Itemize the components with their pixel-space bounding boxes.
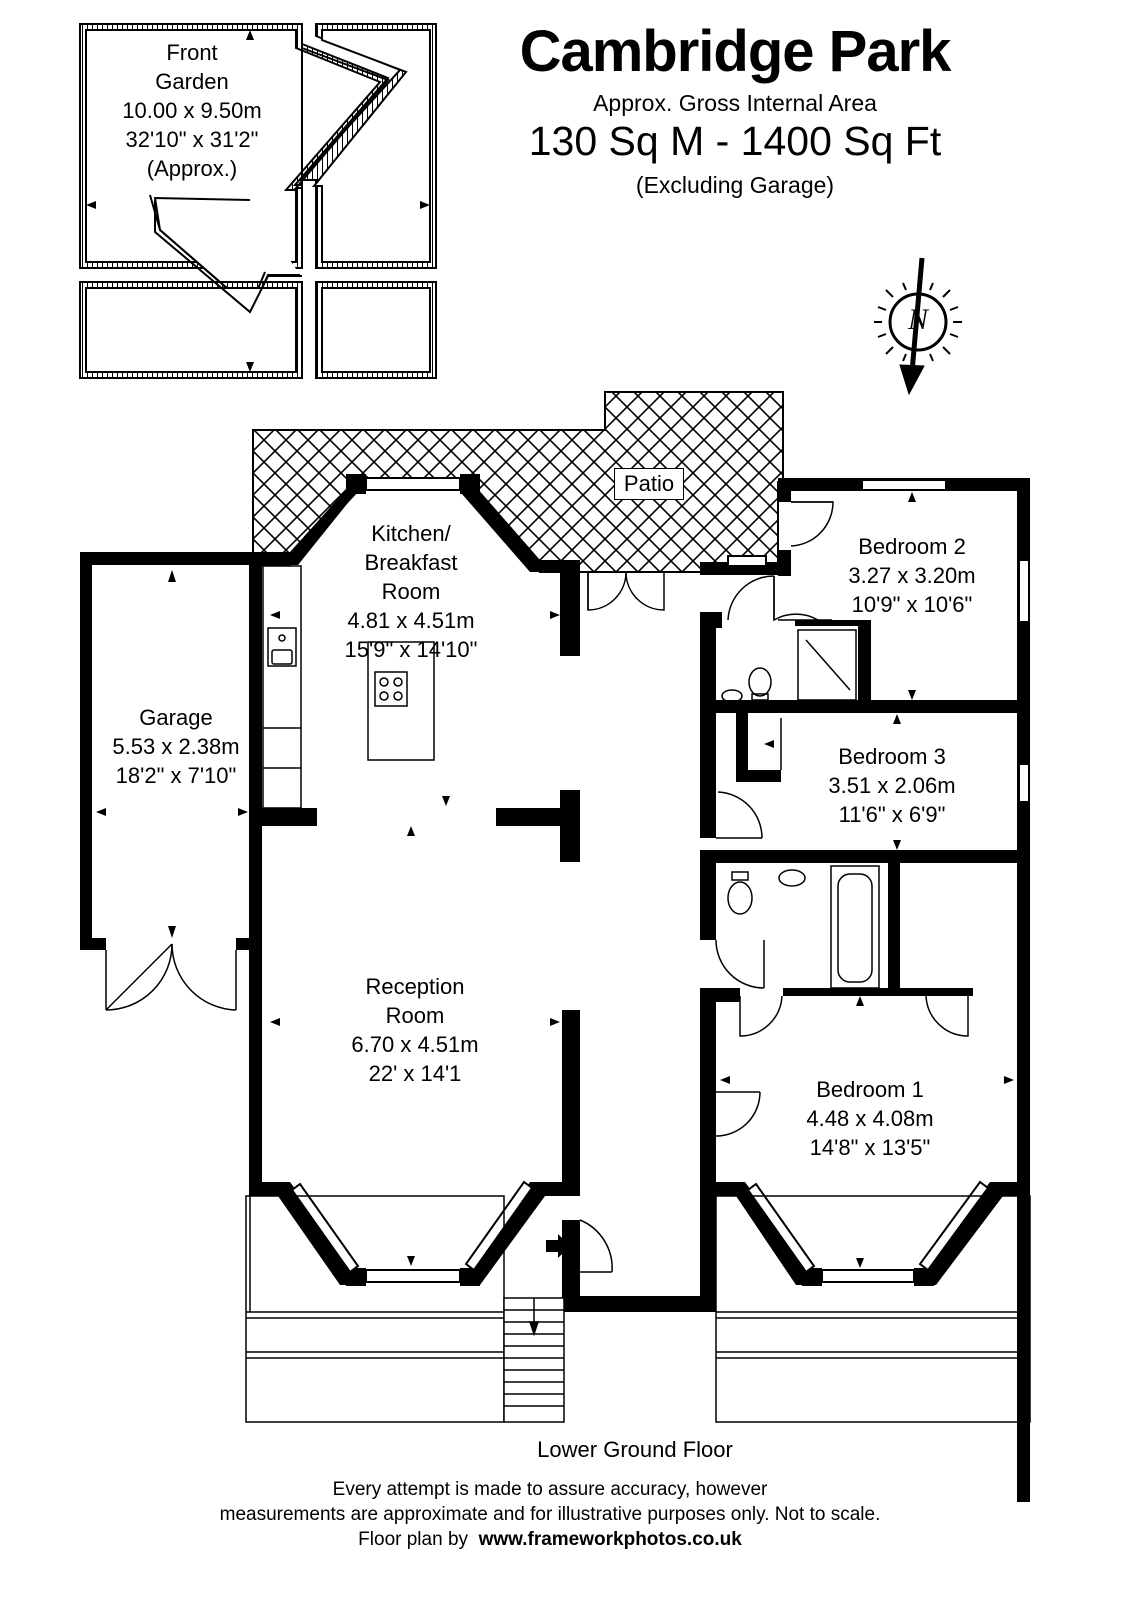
gross-area: 130 Sq M - 1400 Sq Ft	[528, 118, 942, 164]
area-subtitle: Approx. Gross Internal Area	[593, 90, 877, 116]
room-label-patio: Patio	[614, 468, 684, 500]
room-label-reception: Reception Room 6.70 x 4.51m 22' x 14'1	[351, 974, 479, 1086]
area-note: (Excluding Garage)	[635, 172, 835, 198]
disclaimer: Every attempt is made to assure accuracy…	[219, 1479, 881, 1550]
compass-letter: N	[907, 303, 928, 336]
room-label-garage: Garage 5.53 x 2.38m 18'2" x 7'10"	[112, 705, 240, 788]
floor-name: Lower Ground Floor	[537, 1437, 733, 1462]
room-label-bedroom2: Bedroom 2 3.27 x 3.20m 10'9" x 10'6"	[848, 534, 976, 617]
front-garden-plan	[79, 23, 437, 379]
room-label-bedroom1: Bedroom 1 4.48 x 4.08m 14'8" x 13'5"	[806, 1077, 934, 1160]
garage-doors	[105, 943, 237, 1011]
main-walls	[249, 474, 1030, 1502]
entrance-steps	[503, 1297, 565, 1423]
room-label-front-garden: Front Garden 10.00 x 9.50m 32'10" x 31'2…	[122, 40, 262, 181]
entrance-arrow-icon	[546, 1234, 570, 1258]
doors	[579, 501, 969, 1273]
website-link[interactable]: www.frameworkphotos.co.uk	[478, 1529, 742, 1550]
bathroom-fittings	[721, 629, 880, 989]
front-garden-arrows	[86, 30, 430, 372]
windows	[290, 477, 1030, 1283]
garage-walls	[80, 552, 262, 1196]
dimension-arrows	[96, 492, 1014, 1268]
kitchen-fittings	[262, 565, 435, 809]
room-label-kitchen: Kitchen/ Breakfast Room 4.81 x 4.51m 15'…	[344, 521, 478, 662]
north-compass-icon	[874, 257, 962, 396]
credit-prefix: Floor plan by	[358, 1529, 469, 1550]
plan-title: Cambridge Park	[519, 19, 952, 84]
room-label-bedroom3: Bedroom 3 3.51 x 2.06m 11'6" x 6'9"	[828, 744, 956, 827]
